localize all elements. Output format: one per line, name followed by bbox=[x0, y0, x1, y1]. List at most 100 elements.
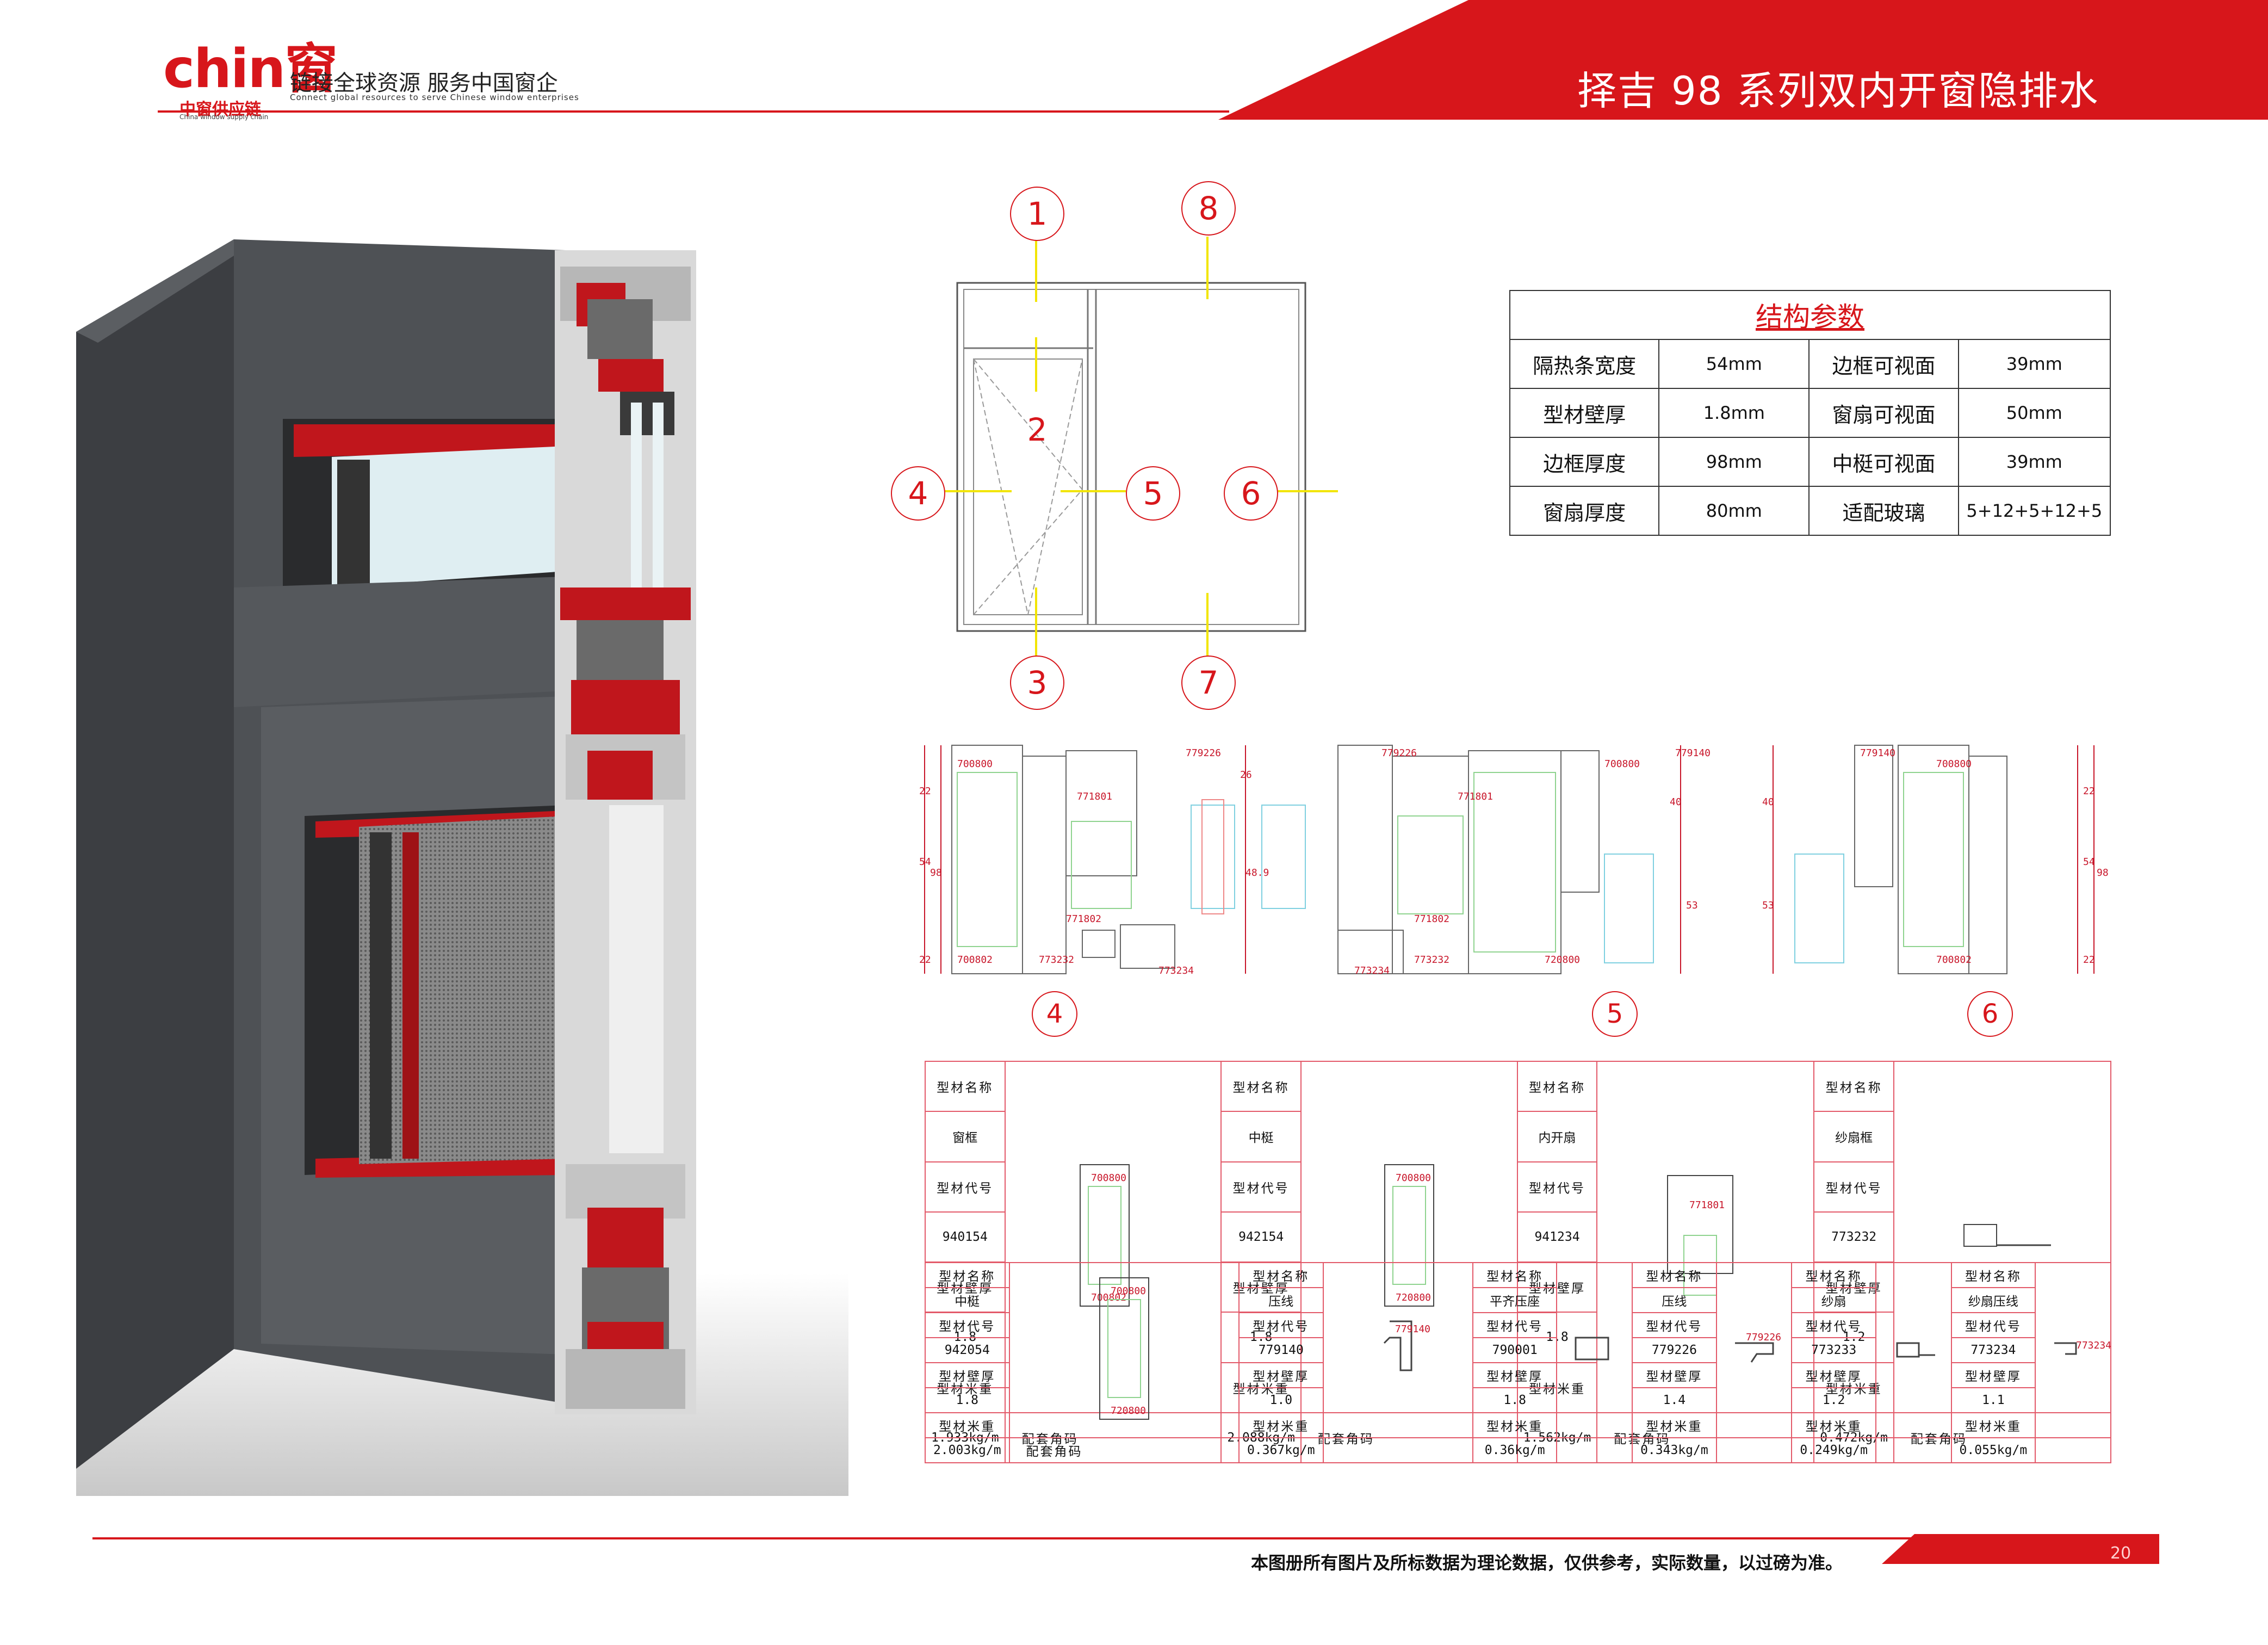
profile-wall: 1.2 bbox=[1791, 1387, 1876, 1413]
thumb-code: 771801 bbox=[1689, 1199, 1725, 1211]
code-label: 771801 bbox=[1077, 791, 1112, 802]
label-code: 型材代号 bbox=[925, 1312, 1010, 1338]
label-name: 型材名称 bbox=[1220, 1060, 1302, 1112]
profile-thumb bbox=[1556, 1262, 1633, 1438]
spec-value: 39mm bbox=[1957, 437, 2111, 487]
profile-thumb bbox=[1875, 1262, 1952, 1438]
code-label: 700800 bbox=[1936, 758, 1972, 770]
profile-code: 779226 bbox=[1632, 1337, 1717, 1363]
profile-name: 纱扇压线 bbox=[1950, 1287, 2036, 1313]
code-label: 779140 bbox=[1675, 747, 1711, 759]
profile-wall: 1.0 bbox=[1238, 1387, 1324, 1413]
thumb-code: 779140 bbox=[1395, 1324, 1430, 1335]
profile-name: 纱扇 bbox=[1791, 1287, 1876, 1313]
code-label: 771801 bbox=[1458, 791, 1493, 802]
dim-label: 22 bbox=[2083, 786, 2095, 797]
label-code: 型材代号 bbox=[1238, 1312, 1324, 1338]
profile-thumb: 779140 bbox=[1322, 1262, 1473, 1438]
dim-label: 98 bbox=[930, 867, 942, 879]
profile-name: 纱扇框 bbox=[1813, 1111, 1894, 1162]
page-title: 择吉 98 系列双内开窗隐排水 bbox=[1577, 68, 2099, 114]
code-label: 773234 bbox=[1158, 965, 1194, 976]
code-label: 771802 bbox=[1414, 913, 1449, 925]
callout-2: 2 bbox=[1027, 411, 1048, 448]
thumb-code: 779226 bbox=[1746, 1332, 1781, 1343]
dim-label: 40 bbox=[1670, 796, 1682, 808]
label-weight: 型材米重 bbox=[1238, 1412, 1324, 1438]
section-label-5: 5 bbox=[1592, 991, 1638, 1037]
spec-value: 39mm bbox=[1957, 339, 2111, 389]
profile-code: 942054 bbox=[925, 1337, 1010, 1363]
label-code: 型材代号 bbox=[925, 1161, 1006, 1213]
profile-thumb-gap bbox=[1875, 1437, 1952, 1463]
spec-value: 54mm bbox=[1658, 339, 1810, 389]
thumb-code: 700800 bbox=[1091, 1172, 1126, 1184]
footer-bar bbox=[92, 1534, 2159, 1564]
profile-wall: 1.4 bbox=[1632, 1387, 1717, 1413]
profile-thumb-gap bbox=[1715, 1437, 1793, 1463]
label-corner: 配套角码 bbox=[1008, 1437, 1240, 1463]
label-code: 型材代号 bbox=[1472, 1312, 1558, 1338]
brand-logo-en: China window supply chain bbox=[179, 113, 269, 121]
callout-1: 1 bbox=[1010, 187, 1064, 241]
dim-label: 40 bbox=[1762, 796, 1774, 808]
spec-key: 型材壁厚 bbox=[1509, 388, 1660, 438]
label-wall: 型材壁厚 bbox=[925, 1362, 1010, 1388]
label-weight: 型材米重 bbox=[1632, 1412, 1717, 1438]
label-name: 型材名称 bbox=[925, 1262, 1010, 1288]
callout-8: 8 bbox=[1181, 181, 1236, 236]
label-name: 型材名称 bbox=[1238, 1262, 1324, 1288]
profile-thumb-gap bbox=[1556, 1437, 1633, 1463]
code-label: 700802 bbox=[1936, 954, 1972, 966]
label-code: 型材代号 bbox=[1220, 1161, 1302, 1213]
profile-code: 779140 bbox=[1238, 1337, 1324, 1363]
spec-key: 适配玻璃 bbox=[1808, 486, 1959, 536]
label-wall: 型材壁厚 bbox=[1632, 1362, 1717, 1388]
label-name: 型材名称 bbox=[1516, 1060, 1598, 1112]
code-label: 773234 bbox=[1354, 965, 1390, 976]
thumb-code: 700800 bbox=[1396, 1172, 1431, 1184]
code-label: 771802 bbox=[1066, 913, 1101, 925]
dim-label: 22 bbox=[919, 786, 931, 797]
dim-label: 98 bbox=[2097, 867, 2109, 879]
label-code: 型材代号 bbox=[1516, 1161, 1598, 1213]
label-name: 型材名称 bbox=[1632, 1262, 1717, 1288]
spec-value: 50mm bbox=[1957, 388, 2111, 438]
code-label: 773232 bbox=[1039, 954, 1074, 966]
spec-value: 80mm bbox=[1658, 486, 1810, 536]
code-label: 779226 bbox=[1381, 747, 1417, 759]
brand-logo-cn: 中窗供应链 bbox=[179, 100, 261, 119]
slogan-cn: 链接全球资源 服务中国窗企 bbox=[290, 71, 558, 96]
profile-weight: 2.003kg/m bbox=[925, 1437, 1010, 1463]
profile-name: 窗框 bbox=[925, 1111, 1006, 1162]
label-code: 型材代号 bbox=[1632, 1312, 1717, 1338]
spec-key: 隔热条宽度 bbox=[1509, 339, 1660, 389]
callout-4: 4 bbox=[891, 466, 945, 521]
code-label: 720800 bbox=[1545, 954, 1580, 966]
thumb-code: 773234 bbox=[2076, 1340, 2111, 1351]
footer-disclaimer: 本图册所有图片及所标数据为理论数据，仅供参考，实际数量，以过磅为准。 bbox=[1251, 1553, 1843, 1573]
code-label: 773232 bbox=[1414, 954, 1449, 966]
code-label: 700802 bbox=[957, 954, 993, 966]
profile-name: 压线 bbox=[1632, 1287, 1717, 1313]
spec-key: 边框厚度 bbox=[1509, 437, 1660, 487]
label-code: 型材代号 bbox=[1950, 1312, 2036, 1338]
spec-key: 窗扇厚度 bbox=[1509, 486, 1660, 536]
callout-3: 3 bbox=[1010, 655, 1064, 710]
spec-value: 5+12+5+12+5 bbox=[1957, 486, 2111, 536]
spec-title: 结构参数 bbox=[1756, 301, 1864, 333]
header-band bbox=[158, 0, 2268, 120]
profile-name: 中梃 bbox=[925, 1287, 1010, 1313]
profile-name: 内开扇 bbox=[1516, 1111, 1598, 1162]
spec-value: 98mm bbox=[1658, 437, 1810, 487]
spec-key: 边框可视面 bbox=[1808, 339, 1959, 389]
structure-parameters-table: 结构参数 隔热条宽度 54mm 边框可视面 39mm 型材壁厚 1.8mm 窗扇… bbox=[1509, 290, 2111, 536]
section-label-6: 6 bbox=[1967, 991, 2013, 1037]
profile-weight: 0.343kg/m bbox=[1632, 1437, 1717, 1463]
profile-weight: 0.249kg/m bbox=[1791, 1437, 1876, 1463]
dim-label: 26 bbox=[1240, 769, 1252, 781]
dim-label: 54 bbox=[2083, 856, 2095, 868]
spec-key: 窗扇可视面 bbox=[1808, 388, 1959, 438]
profile-code: 773234 bbox=[1950, 1337, 2036, 1363]
